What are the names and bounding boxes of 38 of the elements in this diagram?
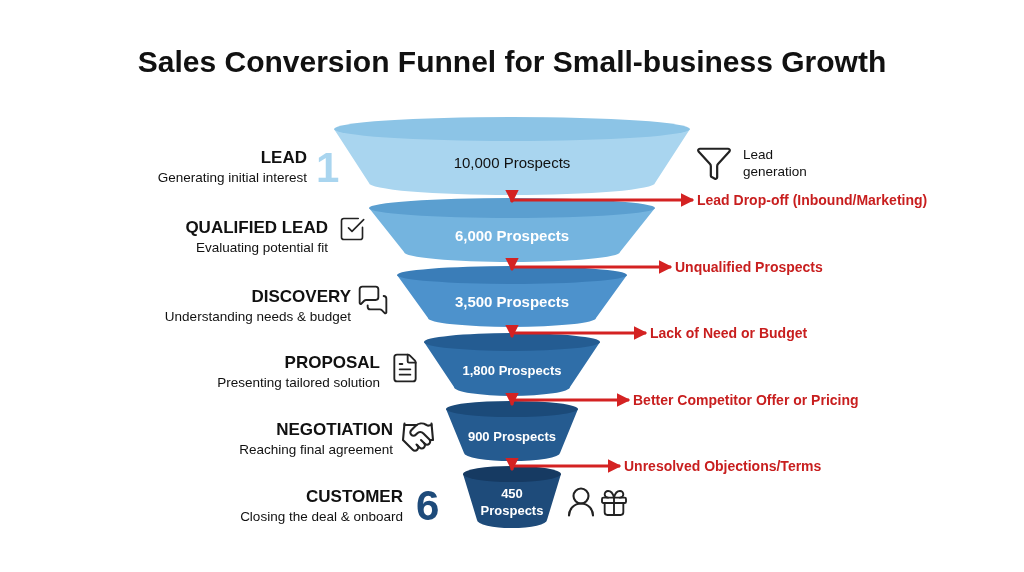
prospect-count: 900 Prospects: [467, 427, 557, 445]
stage-description: Generating initial interest: [157, 170, 307, 186]
stage-description: Closing the deal & onboard: [240, 509, 403, 525]
prospect-count: 450 Prospects: [479, 485, 545, 519]
drop-off-reason: Unresolved Objections/Terms: [624, 456, 822, 476]
stage-description: Reaching final agreement: [239, 442, 393, 458]
stage-title: LEAD: [260, 148, 307, 168]
stage-title: QUALIFIED LEAD: [185, 218, 328, 238]
drop-off-reason: Better Competitor Offer or Pricing: [633, 390, 859, 410]
drop-off-reason: Lead Drop-off (Inbound/Marketing): [697, 190, 928, 210]
drop-off-reason: Unqualified Prospects: [675, 257, 823, 277]
stage-description: Evaluating potential fit: [195, 240, 328, 256]
icon-caption: Lead generation: [743, 146, 808, 180]
stage-title: PROPOSAL: [284, 353, 380, 373]
prospect-count: 3,500 Prospects: [454, 293, 570, 311]
title: Sales Conversion Funnel for Small-business Growth: [136, 44, 888, 80]
arrow: [510, 193, 695, 207]
stage-title: DISCOVERY: [251, 287, 351, 307]
arrow: [510, 260, 673, 274]
step-number: 1: [316, 146, 340, 190]
arrow: [505, 392, 519, 407]
step-number: 6: [416, 484, 440, 528]
funnel-segment: [424, 333, 600, 396]
stage-title: CUSTOMER: [306, 487, 403, 507]
prospect-count: 1,800 Prospects: [462, 361, 562, 379]
funnel-segment: [369, 198, 655, 262]
arrow: [505, 324, 519, 339]
arrow: [505, 257, 519, 272]
arrow: [505, 457, 519, 472]
stage-description: Understanding needs & budget: [164, 309, 351, 325]
drop-off-reason: Lack of Need or Budget: [650, 323, 808, 343]
stage-title: NEGOTIATION: [276, 420, 393, 440]
funnel-segment: [446, 401, 578, 461]
funnel-segment: [397, 266, 627, 327]
funnel-segment: [463, 466, 561, 528]
stage-description: Presenting tailored solution: [217, 375, 380, 391]
prospect-count: 10,000 Prospects: [453, 154, 571, 172]
prospect-count: 6,000 Prospects: [454, 227, 570, 245]
